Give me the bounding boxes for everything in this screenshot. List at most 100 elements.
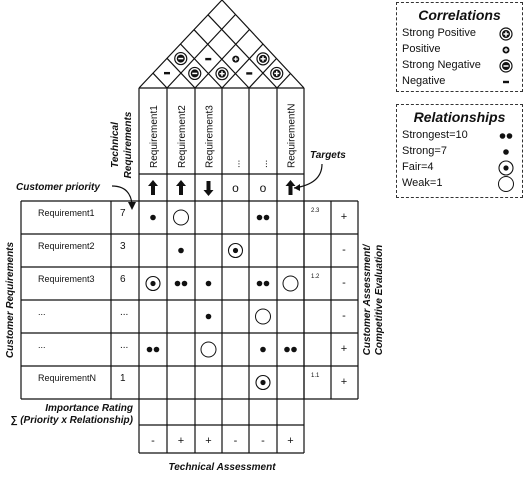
strongest-symbol [174, 280, 181, 287]
weak-icon [498, 176, 514, 192]
customer-priority-value: 6 [120, 274, 126, 285]
strong-symbol [260, 346, 266, 353]
relationship-legend-label: Weak=1 [402, 177, 443, 189]
technical-assessment-mark: - [261, 435, 265, 447]
strong-symbol [150, 214, 156, 221]
technical-assessment-mark: + [287, 435, 293, 447]
relationship-legend-label: Fair=4 [402, 161, 434, 173]
correlations-legend-title: Correlations [418, 7, 501, 23]
target-nominal-mark: o [232, 181, 239, 195]
tech-requirement-label: RequirementN [287, 104, 298, 168]
target-up-arrow [148, 180, 158, 195]
relationship-legend-label: Strong=7 [402, 145, 447, 157]
customer-priority-label: Customer priority [16, 182, 100, 193]
customer-assessment-label: Competitive Evaluation [374, 245, 385, 356]
positive-icon [502, 46, 510, 54]
strong-symbol [178, 247, 184, 254]
negative-icon [503, 80, 509, 84]
technical-requirements-label: Technical [110, 122, 121, 168]
target-down-arrow [203, 181, 214, 196]
strongest-symbol [181, 280, 188, 287]
technical-assessment-mark: + [205, 435, 211, 447]
customer-assessment-mark: + [341, 376, 347, 388]
customer-assessment-mark: + [341, 343, 347, 355]
weak-symbol [282, 275, 299, 292]
relationships-legend-title: Relationships [413, 109, 506, 125]
tech-requirement-label: Requirement2 [177, 105, 188, 168]
customer-priority-value: ... [120, 340, 128, 351]
strongest-symbol [506, 133, 513, 139]
target-up-arrow [176, 180, 186, 195]
strong-negative-icon [499, 59, 513, 73]
weak-symbol [498, 176, 514, 192]
correlation-legend-label: Strong Positive [402, 27, 476, 39]
strongest-symbol [263, 214, 270, 221]
strongest-icon [499, 133, 513, 139]
technical-assessment-mark: - [151, 435, 155, 447]
customer-requirement-label: ... [38, 307, 46, 317]
negative-symbol [205, 57, 212, 61]
roof-lattice-line [194, 29, 250, 89]
technical-assessment-mark: - [234, 435, 238, 447]
strong-symbol [205, 313, 212, 320]
fair-icon [498, 160, 514, 176]
strongest-symbol [153, 346, 160, 353]
customer-requirement-label: Requirement3 [38, 274, 95, 284]
customer-requirement-label: RequirementN [38, 373, 96, 383]
weak-symbol [200, 341, 217, 358]
importance-rating-label: Importance Rating [45, 403, 133, 414]
strong-icon [503, 149, 509, 155]
strongest-symbol [284, 346, 290, 353]
relationship-matrix [20, 87, 359, 454]
relationship-legend-label: Strongest=10 [402, 129, 468, 141]
assessment-note: 2.3 [311, 208, 320, 214]
fair-symbol-core [232, 247, 239, 254]
customer-assessment-mark: - [342, 244, 346, 256]
technical-assessment-label: Technical Assessment [168, 462, 276, 473]
customer-priority-value: 3 [120, 241, 126, 252]
technical-assessment-mark: + [178, 435, 184, 447]
strong-symbol [503, 149, 509, 155]
tech-requirement-label: ... [259, 160, 270, 168]
correlation-legend-label: Positive [402, 43, 441, 55]
strongest-symbol [291, 346, 297, 353]
customer-assessment-mark: + [341, 211, 347, 223]
targets-label: Targets [310, 150, 346, 161]
correlation-roof [138, 0, 305, 89]
strong-symbol [205, 280, 212, 287]
roof-lattice-line [221, 43, 264, 89]
customer-priority-value: ... [120, 307, 128, 318]
importance-rating-formula: ∑ (Priority x Relationship) [10, 415, 133, 426]
negative-symbol [503, 80, 509, 84]
strongest-symbol [499, 133, 506, 139]
assessment-note: 1.1 [311, 373, 320, 379]
strong-positive-icon [499, 27, 513, 41]
customer-priority-arrow [111, 185, 133, 205]
customer-priority-value: 7 [120, 208, 126, 219]
roof-lattice-line [166, 14, 236, 89]
customer-assessment-mark: - [342, 310, 346, 322]
customer-assessment-mark: - [342, 277, 346, 289]
negative-symbol [164, 71, 170, 75]
roof-lattice-line [180, 43, 223, 89]
strongest-symbol [256, 214, 263, 221]
customer-requirement-label: Requirement1 [38, 208, 95, 218]
customer-priority-value: 1 [120, 373, 126, 384]
customer-requirements-label: Customer Requirements [5, 241, 16, 358]
strongest-symbol [146, 346, 153, 353]
weak-symbol [255, 308, 271, 325]
technical-requirements-label: Requirements [123, 111, 134, 178]
customer-requirement-label: ... [38, 340, 46, 350]
customer-requirement-label: Requirement2 [38, 241, 95, 251]
customer-priority-arrowhead [128, 202, 136, 210]
roof-lattice-line [193, 29, 250, 89]
targets-arrow [293, 163, 323, 189]
strongest-symbol [256, 280, 263, 287]
roof-lattice-line [207, 14, 278, 89]
roof-lattice-line [276, 73, 291, 89]
fair-symbol-core [150, 280, 156, 287]
